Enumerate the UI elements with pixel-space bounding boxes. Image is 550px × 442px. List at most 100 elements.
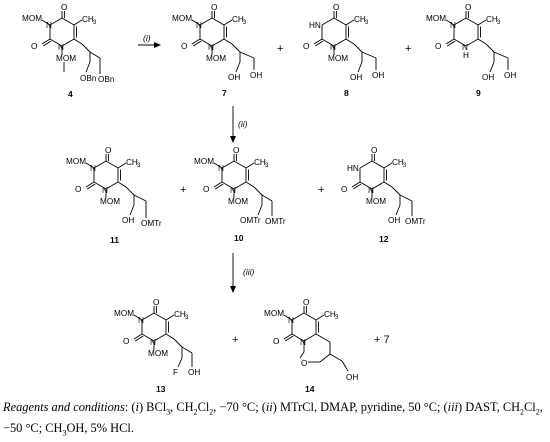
mom-label: MOM — [66, 157, 86, 166]
atom-o: O — [31, 42, 37, 51]
compound-9-labels: O O N N H MOM CH 3 OH OH 9 — [426, 3, 516, 98]
plus-sign: + — [277, 43, 283, 55]
methyl-subscript: 3 — [265, 163, 269, 169]
atom-o: O — [371, 146, 377, 155]
compound-11 — [85, 154, 147, 218]
oh-label: OH — [250, 71, 262, 80]
oh-label: OH — [188, 368, 200, 377]
obn-label: OBn — [80, 74, 97, 83]
atom-n: N — [300, 338, 306, 347]
step-label-ii: (ii) — [238, 119, 248, 129]
compound-10 — [213, 154, 273, 216]
oh-label: OH — [122, 216, 134, 225]
oh-label: OH — [346, 373, 358, 382]
compound-7 — [191, 11, 255, 73]
atom-o: O — [61, 3, 67, 12]
plus-sign: + — [232, 334, 238, 346]
atom-o: O — [75, 185, 81, 194]
compound-number-11: 11 — [110, 235, 119, 245]
atom-n: N — [330, 43, 336, 52]
atom-o: O — [341, 185, 347, 194]
atom-o: O — [123, 337, 129, 346]
atom-o: O — [203, 185, 209, 194]
methyl-label: CH — [392, 158, 404, 167]
compound-14 — [283, 306, 349, 372]
compound-number-4: 4 — [68, 89, 73, 99]
oh-label: OH — [388, 216, 400, 225]
omtr-label: OMTr — [265, 217, 286, 226]
atom-n: N — [196, 21, 202, 30]
atom-o: O — [211, 3, 217, 12]
methyl-subscript: 3 — [497, 20, 501, 26]
omtr-label: OMTr — [240, 216, 261, 225]
compound-7-labels: O O N N MOM CH 3 MOM OH OH 7 — [172, 3, 262, 98]
atom-n: N — [218, 164, 224, 173]
atom-n: N — [102, 186, 108, 195]
atom-n: N — [208, 43, 214, 52]
compound-8 — [313, 11, 377, 73]
atom-o: O — [105, 146, 111, 155]
mom-label: MOM — [148, 349, 168, 358]
compound-14-labels: O O N N MOM CH 3 O OH 14 — [264, 298, 358, 394]
methyl-subscript: 3 — [335, 315, 339, 321]
mom-label: MOM — [264, 309, 284, 318]
mom-label: MOM — [172, 14, 192, 23]
caption-lead: Reagents and conditions — [3, 400, 125, 414]
methyl-label: CH — [82, 15, 94, 24]
mom-label: MOM — [228, 197, 248, 206]
oh-label: OH — [228, 73, 240, 82]
atom-o: O — [181, 42, 187, 51]
atom-o: O — [303, 42, 309, 51]
compound-number-9: 9 — [476, 88, 481, 98]
mom-label: MOM — [194, 157, 214, 166]
mom-label: MOM — [426, 14, 446, 23]
atom-o: O — [333, 3, 339, 12]
atom-n: N — [450, 21, 456, 30]
atom-hn: HN — [347, 164, 359, 173]
methyl-subscript: 3 — [93, 20, 97, 26]
atom-n: N — [58, 43, 64, 52]
methyl-label: CH — [174, 310, 186, 319]
compound-13 — [133, 306, 193, 368]
compound-9 — [445, 11, 509, 73]
compound-8-labels: O O HN N CH 3 MOM OH OH 8 — [303, 3, 384, 98]
methyl-subscript: 3 — [365, 20, 369, 26]
omtr-label: OMTr — [405, 217, 426, 226]
methyl-subscript: 3 — [403, 163, 407, 169]
compound-11-labels: O O N N MOM CH 3 MOM OH OMTr 11 — [66, 146, 162, 245]
methyl-subscript: 3 — [185, 315, 189, 321]
compound-4 — [41, 11, 101, 74]
atom-n: N — [230, 186, 236, 195]
mom-label: MOM — [114, 309, 134, 318]
compound-12-labels: O O HN N CH 3 MOM OH OMTr 12 — [341, 146, 426, 244]
scheme-caption: Reagents and conditions: (i) BCl3, CH2Cl… — [3, 400, 543, 438]
mom-label: MOM — [100, 197, 120, 206]
atom-n: N — [138, 316, 144, 325]
compound-number-7: 7 — [222, 88, 227, 98]
atom-n: N — [288, 316, 294, 325]
compound-number-12: 12 — [379, 234, 389, 244]
mom-label: MOM — [206, 54, 226, 63]
plus-sign: + — [318, 184, 324, 196]
oh-label: OH — [350, 73, 362, 82]
oh-label: OH — [504, 71, 516, 80]
step-label-i: (i) — [143, 33, 151, 43]
atom-o: O — [435, 42, 441, 51]
oh-label: OH — [482, 73, 494, 82]
methyl-label: CH — [324, 310, 336, 319]
compound-13-labels: O O N N MOM CH 3 MOM F OH 13 — [114, 298, 200, 394]
compound-4-labels: O O N N MOM CH 3 MOM OBn OBn 4 — [22, 3, 115, 99]
plus-seven-label: + 7 — [374, 334, 390, 346]
methyl-label: CH — [254, 158, 266, 167]
atom-n: N — [46, 21, 52, 30]
methyl-subscript: 3 — [243, 20, 247, 26]
methyl-subscript: 3 — [137, 163, 141, 169]
compound-number-14: 14 — [305, 384, 315, 394]
compound-12 — [351, 154, 413, 216]
omtr-label: OMTr — [141, 219, 162, 228]
methyl-label: CH — [232, 15, 244, 24]
obn-label: OBn — [98, 75, 115, 84]
mom-label: MOM — [56, 54, 76, 63]
methyl-label: CH — [486, 15, 498, 24]
plus-sign: + — [180, 184, 186, 196]
